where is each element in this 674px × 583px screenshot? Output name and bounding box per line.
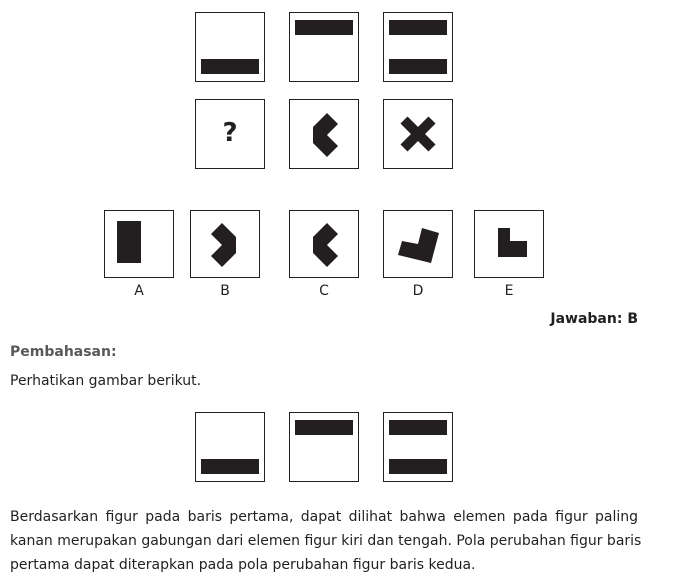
bar-top bbox=[389, 420, 447, 435]
figure-missing: ? bbox=[195, 99, 265, 169]
figure-both-bars bbox=[383, 412, 453, 482]
option-b-box[interactable] bbox=[190, 210, 260, 278]
option-d-box[interactable] bbox=[383, 210, 453, 278]
figure-top-bar bbox=[289, 412, 359, 482]
option-c-box[interactable] bbox=[289, 210, 359, 278]
question-mark: ? bbox=[222, 118, 238, 148]
bar-bottom bbox=[201, 59, 259, 74]
option-b-label: B bbox=[220, 283, 230, 299]
rotated-l-icon bbox=[398, 228, 439, 263]
option-e-label: E bbox=[504, 283, 514, 299]
explanation-heading: Pembahasan: bbox=[10, 344, 117, 360]
figure-cross bbox=[383, 99, 453, 169]
figure-both-bars bbox=[383, 12, 453, 82]
explanation-intro: Perhatikan gambar berikut. bbox=[10, 373, 202, 389]
bar-top bbox=[389, 20, 447, 35]
l-shape-icon bbox=[498, 228, 527, 257]
option-a-label: A bbox=[134, 283, 144, 299]
chevron-left-icon bbox=[313, 223, 338, 267]
explanation-line: pertama dapat diterapkan pada pola perub… bbox=[10, 557, 476, 573]
option-e-box[interactable] bbox=[474, 210, 544, 278]
figure-top-bar bbox=[289, 12, 359, 82]
option-d-label: D bbox=[412, 283, 424, 299]
explanation-line: kanan merupakan gabungan dari elemen fig… bbox=[10, 533, 642, 549]
bar-bottom bbox=[389, 59, 447, 74]
cross-icon bbox=[400, 116, 436, 152]
answer-text: Jawaban: B bbox=[550, 311, 638, 327]
explanation-line: Berdasarkan figur pada baris pertama, da… bbox=[10, 509, 638, 525]
chevron-right-icon bbox=[211, 223, 236, 267]
figure-chevron-left bbox=[289, 99, 359, 169]
figure-bottom-bar bbox=[195, 412, 265, 482]
explanation-paragraph: Berdasarkan figur pada baris pertama, da… bbox=[10, 505, 642, 577]
chevron-left-icon bbox=[313, 113, 338, 157]
figure-bottom-bar bbox=[195, 12, 265, 82]
bar-top bbox=[295, 20, 353, 35]
bar-top bbox=[295, 420, 353, 435]
option-a-box[interactable] bbox=[104, 210, 174, 278]
bar-bottom bbox=[201, 459, 259, 474]
vertical-bar-icon bbox=[117, 221, 141, 263]
option-c-label: C bbox=[319, 283, 329, 299]
bar-bottom bbox=[389, 459, 447, 474]
